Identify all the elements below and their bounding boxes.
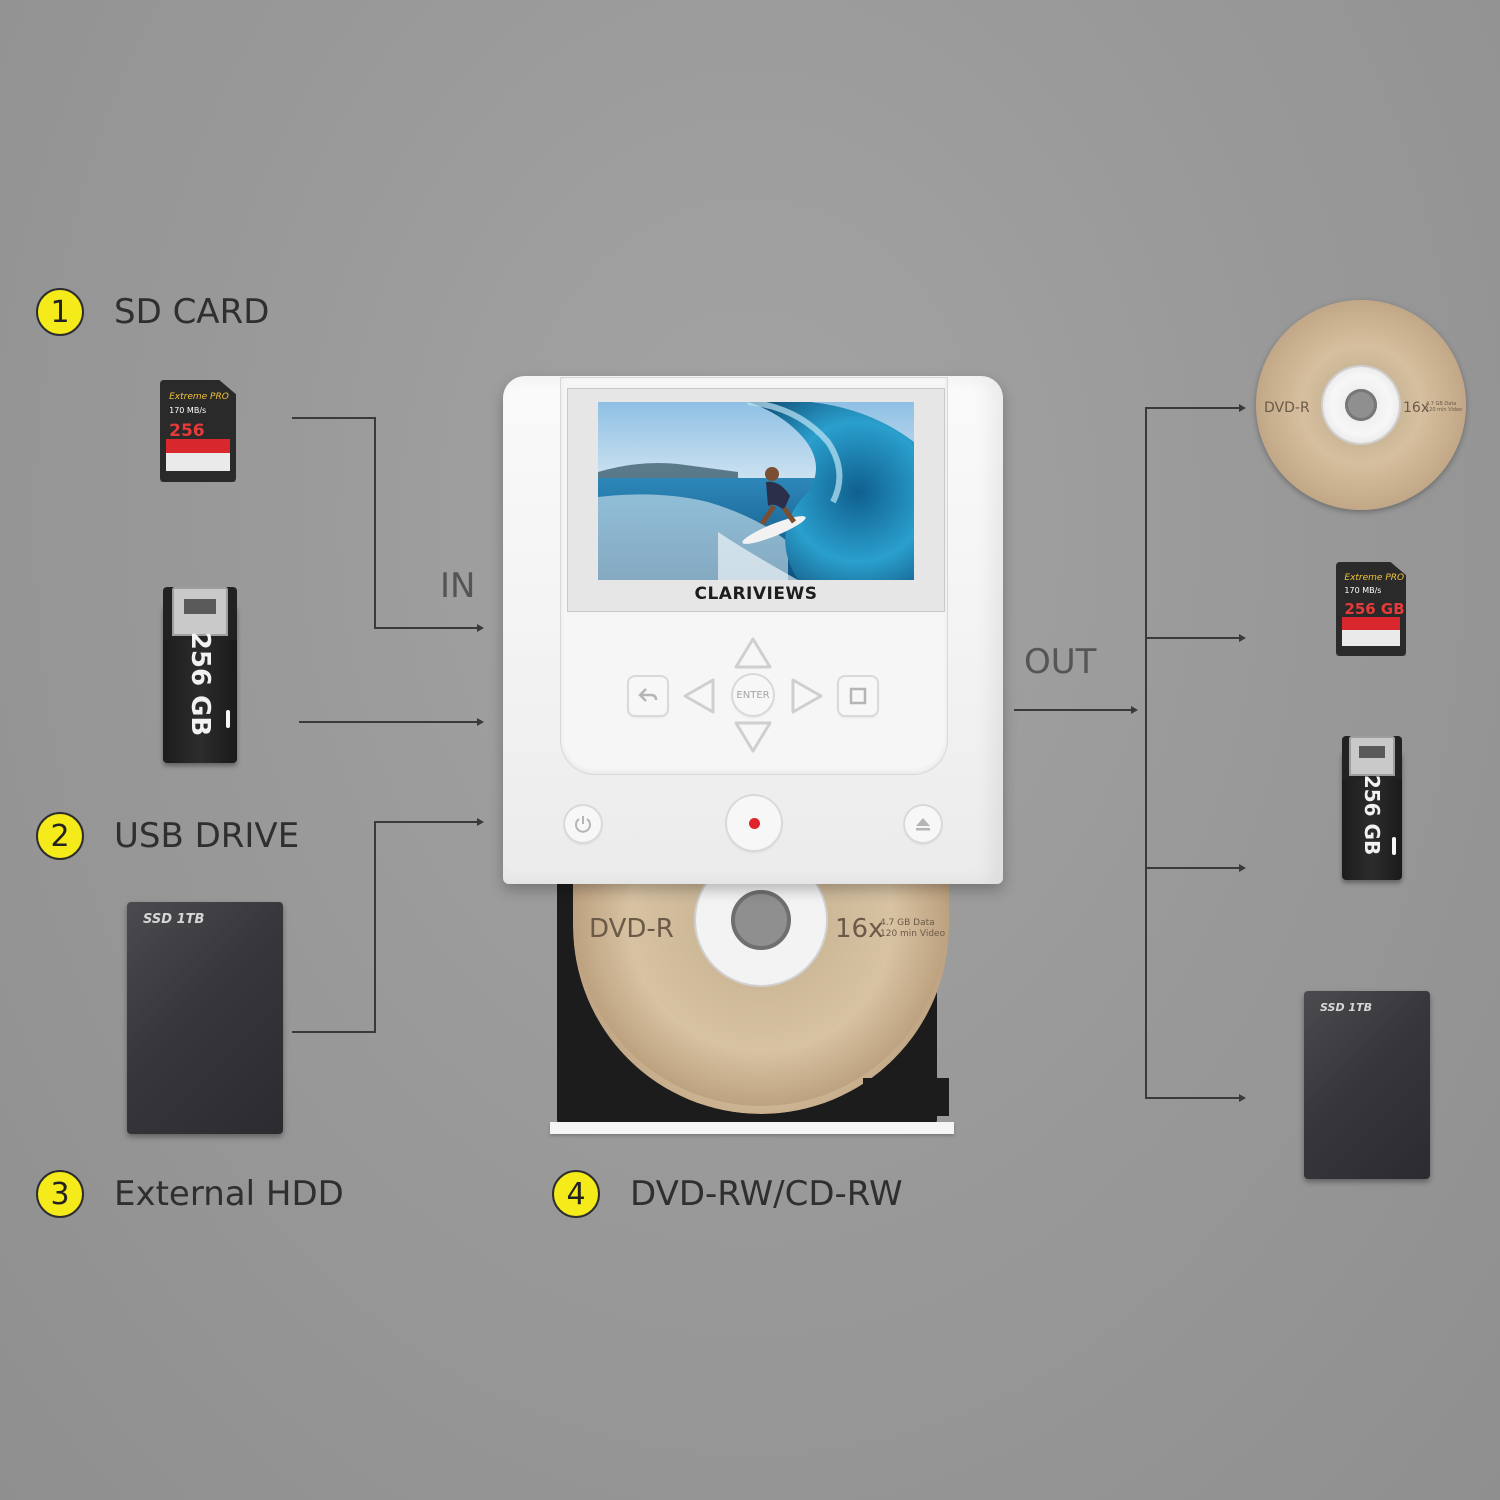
power-button[interactable]: [565, 806, 601, 842]
number-badge: 1: [36, 288, 84, 336]
input-label-usb-drive: 2 USB DRIVE: [36, 812, 299, 860]
connector-line: [374, 627, 478, 629]
back-icon: [638, 688, 658, 702]
sd-red-stripe: [166, 439, 230, 454]
ssd-label: SSD 1TB: [143, 912, 205, 927]
input-label-external-hdd: 3 External HDD: [36, 1170, 344, 1218]
sd-brand: Extreme PRO: [1344, 573, 1405, 584]
sd-brand: Extreme PRO: [169, 392, 229, 403]
tray-step: [863, 1078, 949, 1116]
connector-line: [1145, 637, 1240, 639]
disc-speed: 16x: [1403, 400, 1430, 416]
label-text: SD CARD: [114, 292, 270, 332]
sd-red-stripe: [1341, 616, 1401, 630]
sd-card-image: Extreme PRO 170 MB/s 256 GB: [160, 380, 236, 482]
disc-hole: [1345, 389, 1377, 421]
arrow-head: [477, 624, 484, 632]
connector-line: [1145, 407, 1240, 409]
connector-line: [292, 417, 375, 419]
enter-button[interactable]: ENTER: [733, 675, 773, 715]
disc-capacity: 4.7 GB Data 120 min Video: [1426, 401, 1463, 414]
down-button[interactable]: [731, 717, 775, 763]
eject-button[interactable]: [905, 806, 941, 842]
out-label: OUT: [1024, 642, 1097, 682]
stop-icon: [849, 687, 867, 705]
label-text: USB DRIVE: [114, 816, 300, 856]
output-ssd-image: SSD 1TB: [1304, 991, 1430, 1179]
right-button[interactable]: [787, 675, 829, 721]
connector-line: [1014, 709, 1132, 711]
usb-plug: [171, 587, 229, 637]
number-badge: 4: [552, 1170, 600, 1218]
disc-hole: [731, 890, 791, 950]
usb-led: [1392, 836, 1396, 855]
sd-capacity: 256 GB: [1344, 599, 1405, 618]
sd-speed: 170 MB/s: [1344, 585, 1382, 595]
arrow-head: [1131, 706, 1138, 714]
connector-line: [374, 821, 478, 823]
eject-icon: [916, 818, 930, 831]
tray-disc-type: DVD-R: [589, 914, 674, 944]
usb-capacity: 256 GB: [185, 631, 215, 737]
sd-white-stripe: [166, 453, 230, 471]
arrow-head: [1239, 404, 1246, 412]
arrow-head: [1239, 634, 1246, 642]
number-badge: 3: [36, 1170, 84, 1218]
surfer-picture: [598, 402, 914, 580]
arrow-head: [1239, 864, 1246, 872]
disc-type: DVD-R: [1264, 400, 1310, 416]
lcd-screen: [598, 402, 914, 580]
disc-capacity-line2: 120 min Video: [880, 928, 946, 939]
ssd-label: SSD 1TB: [1320, 1001, 1372, 1014]
number-badge: 2: [36, 812, 84, 860]
disc-capacity-line1: 4.7 GB Data: [1426, 401, 1457, 407]
usb-plug: [1349, 736, 1395, 777]
up-button[interactable]: [731, 631, 775, 677]
label-text: DVD-RW/CD-RW: [630, 1174, 903, 1214]
back-button[interactable]: [629, 677, 667, 715]
connector-line: [374, 821, 376, 1033]
connector-line: [1145, 1097, 1240, 1099]
connector-line: [1145, 407, 1147, 1099]
tray-disc-graphic: [575, 884, 949, 1116]
output-usb-drive-image: 256 GB: [1342, 736, 1402, 880]
disc-capacity-line1: 4.7 GB Data: [880, 918, 935, 928]
stop-button[interactable]: [839, 677, 877, 715]
disc-surface: [575, 884, 947, 1106]
arrow-up-icon: [734, 637, 772, 669]
record-icon: [748, 817, 760, 829]
output-dvd-image: DVD-R 16x 4.7 GB Data 120 min Video: [1256, 300, 1466, 510]
dvd-recorder: CLARIVIEWS ENTER: [503, 376, 1003, 884]
usb-capacity: 256 GB: [1360, 775, 1384, 856]
tray-disc-speed: 16x: [835, 914, 884, 944]
arrow-head: [477, 818, 484, 826]
arrow-head: [1239, 1094, 1246, 1102]
connector-line: [374, 417, 376, 629]
ssd-image: SSD 1TB: [127, 902, 283, 1134]
output-label-dvd-rw: 4 DVD-RW/CD-RW: [552, 1170, 903, 1218]
sd-speed: 170 MB/s: [169, 405, 207, 415]
input-label-sd-card: 1 SD CARD: [36, 288, 269, 336]
brand-logo: CLARIVIEWS: [694, 584, 818, 604]
arrow-head: [477, 718, 484, 726]
power-icon: [575, 816, 591, 833]
connector-line: [299, 721, 478, 723]
connector-line: [1145, 867, 1240, 869]
disc-capacity-line2: 120 min Video: [1426, 406, 1463, 413]
enter-label: ENTER: [736, 689, 770, 701]
arrow-right-icon: [791, 678, 823, 714]
connector-line: [292, 1031, 375, 1033]
tray-base: [550, 1122, 954, 1134]
arrow-left-icon: [683, 678, 715, 714]
label-text: External HDD: [114, 1174, 344, 1214]
left-button[interactable]: [677, 675, 719, 721]
usb-led: [225, 710, 230, 729]
in-label: IN: [440, 566, 476, 606]
usb-drive-image: 256 GB: [163, 587, 237, 763]
tray-disc-capacity: 4.7 GB Data 120 min Video: [880, 918, 945, 940]
record-button[interactable]: [727, 796, 781, 850]
output-sd-card-image: Extreme PRO 170 MB/s 256 GB: [1336, 562, 1406, 656]
arrow-down-icon: [734, 721, 772, 753]
sd-white-stripe: [1341, 629, 1401, 646]
